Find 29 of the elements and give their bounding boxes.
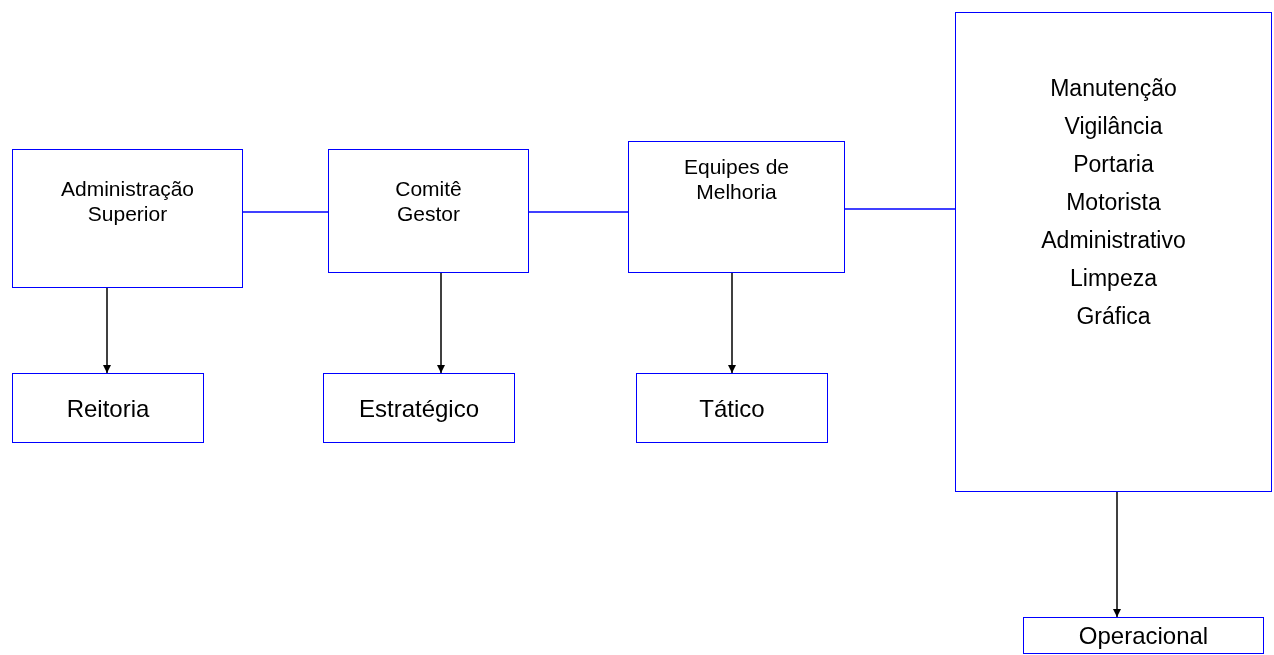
node-label: Equipes de Melhoria xyxy=(682,154,791,204)
node-label: Portaria xyxy=(1073,151,1154,178)
node-label: Limpeza xyxy=(1070,265,1157,292)
process-box xyxy=(12,149,243,288)
connector-line xyxy=(242,211,329,213)
node-label: Tático xyxy=(699,395,765,421)
arrow xyxy=(103,287,111,374)
process-box xyxy=(328,149,529,273)
node-label: Estratégico xyxy=(358,395,480,421)
arrow xyxy=(728,272,736,374)
connector-line xyxy=(528,211,629,213)
node-label: Vigilância xyxy=(1064,113,1163,140)
process-box xyxy=(628,141,845,273)
arrow xyxy=(437,272,445,374)
node-label: Administrativo xyxy=(1041,227,1186,254)
process-box xyxy=(12,373,204,443)
node-label: Gráfica xyxy=(1076,303,1151,330)
node-label: Manutenção xyxy=(1050,75,1177,102)
node-label: Motorista xyxy=(1066,189,1161,216)
node-label: Administração Superior xyxy=(59,176,196,226)
process-box xyxy=(323,373,515,443)
node-label: Reitoria xyxy=(66,395,150,421)
group-box xyxy=(955,12,1272,492)
node-label: Operacional xyxy=(1078,623,1209,648)
connector-line xyxy=(844,208,956,210)
node-label: Comitê Gestor xyxy=(394,176,463,226)
process-box xyxy=(1023,617,1264,654)
process-box xyxy=(636,373,828,443)
arrow xyxy=(1113,491,1121,618)
